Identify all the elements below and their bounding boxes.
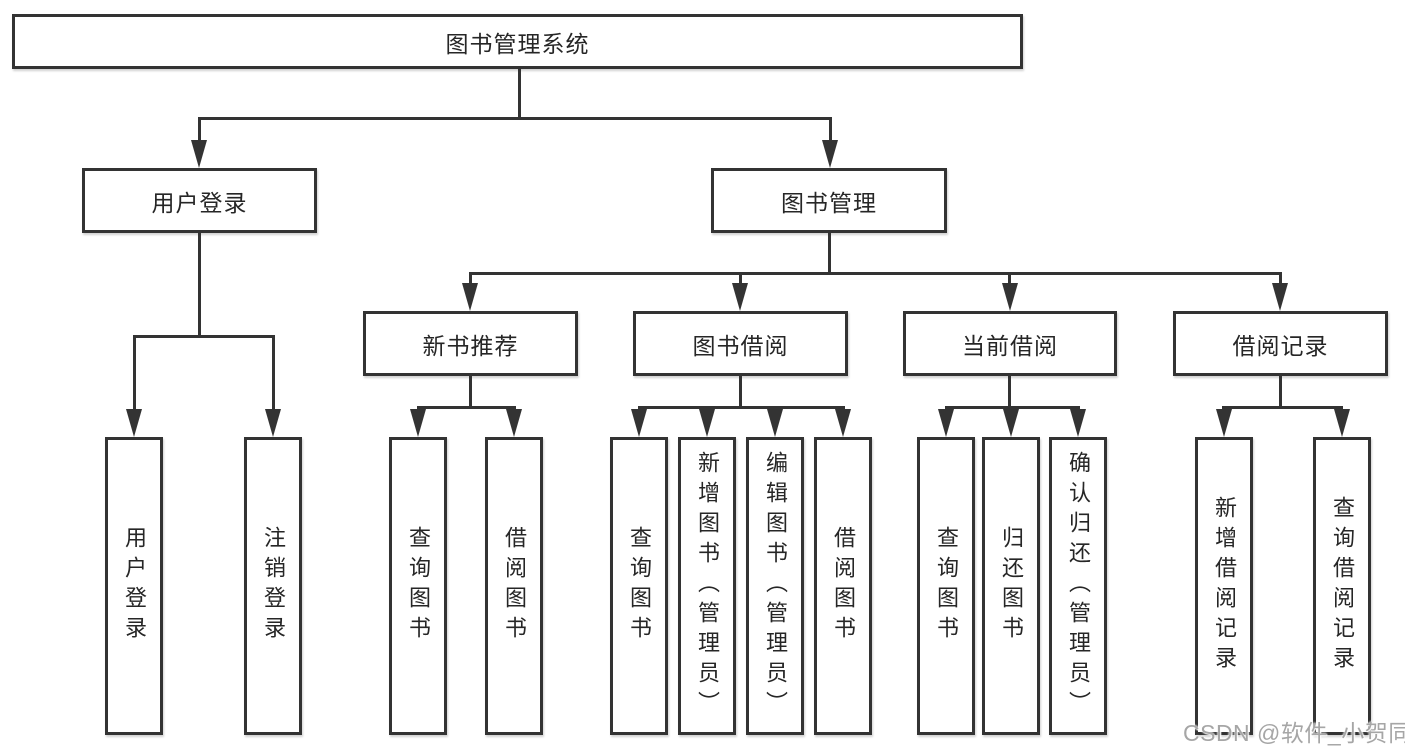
node-label: 借阅记录: [1232, 332, 1329, 359]
leaf-current-query-books: 查询图书: [917, 437, 975, 735]
leaf-recommend-borrow-books: 借阅图书: [485, 437, 543, 735]
leaf-borrow-add-books-admin: 新增图书（管理员）: [678, 437, 736, 735]
node-label: 新书推荐: [422, 332, 519, 359]
leaf-borrow-edit-books-admin: 编辑图书（管理员）: [746, 437, 804, 735]
node-current-borrowing: 当前借阅: [903, 311, 1117, 376]
arrow-down-icon: [1002, 283, 1018, 311]
watermark: CSDN @软件_小贺同学: [1183, 720, 1405, 746]
connector-line: [1008, 272, 1011, 286]
node-label: 注销登录: [261, 526, 286, 646]
leaf-logout: 注销登录: [244, 437, 302, 735]
arrow-down-icon: [699, 409, 715, 437]
arrow-down-icon: [265, 409, 281, 437]
leaf-records-query-record: 查询借阅记录: [1313, 437, 1371, 735]
arrow-down-icon: [767, 409, 783, 437]
node-label: 查询借阅记录: [1330, 496, 1355, 676]
arrow-down-icon: [506, 409, 522, 437]
leaf-borrow-query-books: 查询图书: [610, 437, 668, 735]
connector-line: [638, 406, 845, 409]
arrow-down-icon: [938, 409, 954, 437]
node-label: 查询图书: [934, 526, 959, 646]
arrow-down-icon: [1272, 283, 1288, 311]
leaf-user-login: 用户登录: [105, 437, 163, 735]
connector-line: [1222, 406, 1343, 409]
arrow-down-icon: [410, 409, 426, 437]
node-label: 用户登录: [122, 526, 147, 646]
connector-line: [133, 335, 275, 338]
node-label: 确认归还（管理员）: [1066, 451, 1091, 721]
arrow-down-icon: [1070, 409, 1086, 437]
node-label: 新增借阅记录: [1212, 496, 1237, 676]
connector-line: [469, 272, 1282, 275]
leaf-records-add-record: 新增借阅记录: [1195, 437, 1253, 735]
connector-line: [1008, 376, 1011, 409]
node-label: 编辑图书（管理员）: [763, 451, 788, 721]
node-book-management: 图书管理: [711, 168, 947, 233]
node-new-book-recommend: 新书推荐: [363, 311, 578, 376]
node-label: 查询图书: [406, 526, 431, 646]
connector-line: [945, 406, 1080, 409]
node-user-login: 用户登录: [82, 168, 317, 233]
connector-line: [1279, 272, 1282, 286]
node-label: 归还图书: [999, 526, 1024, 646]
node-label: 查询图书: [627, 526, 652, 646]
node-label: 图书管理系统: [445, 30, 590, 57]
connector-line: [828, 233, 831, 275]
arrow-down-icon: [462, 283, 478, 311]
connector-line: [198, 233, 201, 338]
connector-line: [198, 117, 832, 120]
connector-line: [272, 335, 275, 412]
node-library-management-system: 图书管理系统: [12, 14, 1023, 69]
node-book-borrowing: 图书借阅: [633, 311, 848, 376]
node-label: 借阅图书: [502, 526, 527, 646]
node-label: 图书管理: [781, 189, 877, 216]
node-label: 新增图书（管理员）: [695, 451, 720, 721]
leaf-current-return-books: 归还图书: [982, 437, 1040, 735]
leaf-borrow-borrow-books: 借阅图书: [814, 437, 872, 735]
node-label: 图书借阅: [692, 332, 789, 359]
node-borrowing-records: 借阅记录: [1173, 311, 1388, 376]
arrow-down-icon: [126, 409, 142, 437]
arrow-down-icon: [191, 140, 207, 168]
connector-line: [469, 272, 472, 286]
connector-line: [1279, 376, 1282, 409]
arrow-down-icon: [822, 140, 838, 168]
connector-line: [133, 335, 136, 412]
node-label: 借阅图书: [831, 526, 856, 646]
arrow-down-icon: [1003, 409, 1019, 437]
arrow-down-icon: [732, 283, 748, 311]
connector-line: [469, 376, 472, 409]
connector-line: [739, 376, 742, 409]
leaf-current-confirm-return-admin: 确认归还（管理员）: [1049, 437, 1107, 735]
connector-line: [417, 406, 516, 409]
connector-line: [518, 69, 521, 120]
arrow-down-icon: [1216, 409, 1232, 437]
connector-line: [198, 117, 201, 142]
node-label: 当前借阅: [962, 332, 1058, 359]
connector-line: [829, 117, 832, 142]
connector-line: [739, 272, 742, 286]
node-label: 用户登录: [151, 189, 248, 216]
arrow-down-icon: [835, 409, 851, 437]
arrow-down-icon: [631, 409, 647, 437]
arrow-down-icon: [1334, 409, 1350, 437]
leaf-recommend-query-books: 查询图书: [389, 437, 447, 735]
